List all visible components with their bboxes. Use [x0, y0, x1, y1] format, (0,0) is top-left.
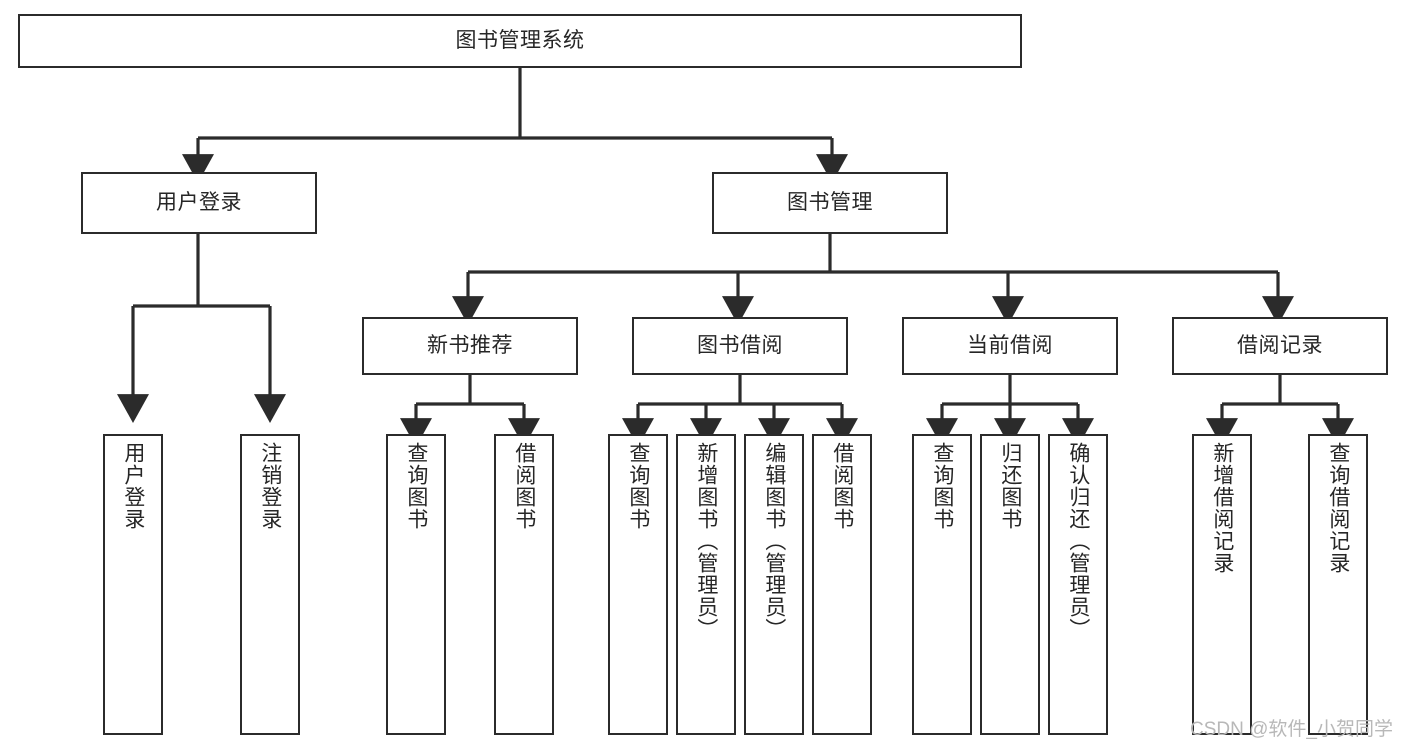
leaf-query-book-recommend[interactable]: 查询图书 — [386, 434, 446, 735]
node-label: 借阅记录 — [1237, 333, 1323, 357]
leaf-user-login[interactable]: 用户登录 — [103, 434, 163, 735]
node-label: 用户登录 — [156, 190, 242, 214]
leaf-borrow-book[interactable]: 借阅图书 — [812, 434, 872, 735]
leaf-label: 归还图书 — [998, 442, 1022, 530]
node-label: 新书推荐 — [427, 333, 513, 357]
leaf-borrow-book-recommend[interactable]: 借阅图书 — [494, 434, 554, 735]
leaf-return-book[interactable]: 归还图书 — [980, 434, 1040, 735]
leaf-label: 编辑图书（管理员） — [762, 442, 786, 640]
leaf-label: 新增借阅记录 — [1210, 442, 1234, 574]
leaf-label: 借阅图书 — [830, 442, 854, 530]
leaf-query-borrow-record[interactable]: 查询借阅记录 — [1308, 434, 1368, 735]
leaf-label: 查询图书 — [626, 442, 650, 530]
leaf-label: 查询图书 — [404, 442, 428, 530]
node-borrow-record[interactable]: 借阅记录 — [1172, 317, 1388, 375]
node-book-manage[interactable]: 图书管理 — [712, 172, 948, 234]
node-root-system[interactable]: 图书管理系统 — [18, 14, 1022, 68]
csdn-watermark: CSDN @软件_小贺同学 — [1190, 719, 1393, 740]
leaf-confirm-return[interactable]: 确认归还（管理员） — [1048, 434, 1108, 735]
leaf-label: 查询借阅记录 — [1326, 442, 1350, 574]
leaf-query-book-borrow[interactable]: 查询图书 — [608, 434, 668, 735]
node-label: 当前借阅 — [967, 333, 1053, 357]
leaf-label: 确认归还（管理员） — [1066, 442, 1090, 640]
leaf-add-book[interactable]: 新增图书（管理员） — [676, 434, 736, 735]
leaf-user-logout[interactable]: 注销登录 — [240, 434, 300, 735]
leaf-label: 查询图书 — [930, 442, 954, 530]
node-current-borrow[interactable]: 当前借阅 — [902, 317, 1118, 375]
leaf-label: 注销登录 — [258, 442, 282, 530]
node-label: 图书管理 — [787, 190, 873, 214]
leaf-add-borrow-record[interactable]: 新增借阅记录 — [1192, 434, 1252, 735]
node-user-login[interactable]: 用户登录 — [81, 172, 317, 234]
node-new-book-recommend[interactable]: 新书推荐 — [362, 317, 578, 375]
leaf-label: 用户登录 — [121, 442, 145, 530]
leaf-label: 借阅图书 — [512, 442, 536, 530]
node-label: 图书借阅 — [697, 333, 783, 357]
leaf-query-book-current[interactable]: 查询图书 — [912, 434, 972, 735]
leaf-edit-book[interactable]: 编辑图书（管理员） — [744, 434, 804, 735]
node-book-borrow[interactable]: 图书借阅 — [632, 317, 848, 375]
leaf-label: 新增图书（管理员） — [694, 442, 718, 640]
node-label: 图书管理系统 — [455, 28, 585, 52]
